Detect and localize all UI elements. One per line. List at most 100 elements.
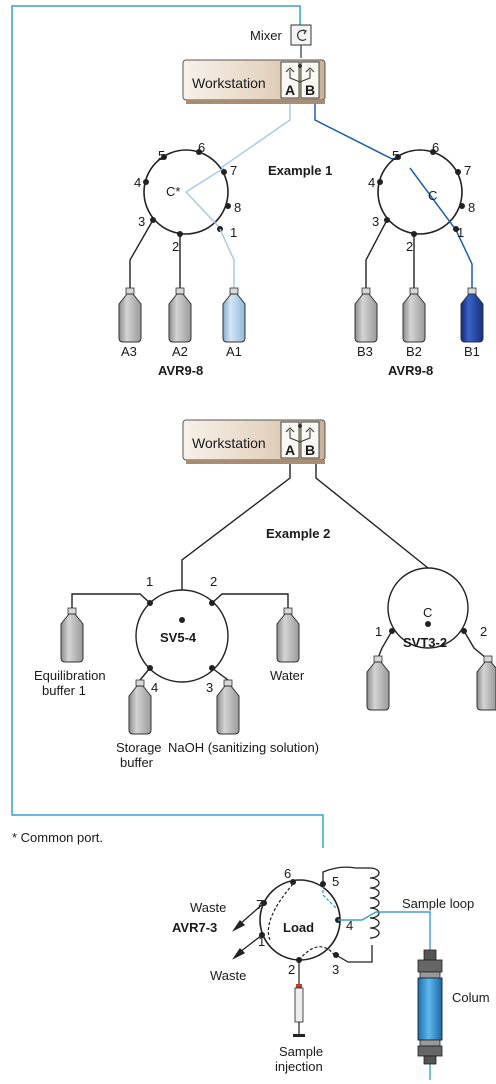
sv54-port-1: 1: [146, 574, 153, 589]
bottle-b1-label: B1: [464, 344, 480, 359]
sv54-name: SV5-4: [160, 630, 197, 645]
sample-loop-coil: [322, 866, 380, 963]
valve2-port-8: 8: [468, 200, 475, 215]
label-storage-1: Storage: [116, 740, 162, 755]
avr73-center: Load: [283, 920, 314, 935]
label-equilibration-2: buffer 1: [42, 683, 86, 698]
avr73-port-5: 5: [332, 874, 339, 889]
avr73-port-7: 7: [256, 897, 263, 912]
valve1-port-8: 8: [234, 200, 241, 215]
valve2-port-5: 5: [392, 148, 399, 163]
avr73-port-1: 1: [258, 934, 265, 949]
valve2-port-7: 7: [464, 163, 471, 178]
valve2-tube-b3: [365, 219, 388, 290]
valve1-port-3: 3: [138, 214, 145, 229]
workstation-middle-label: Workstation: [192, 435, 266, 451]
workstation-top: [182, 59, 326, 104]
column-line: [338, 911, 431, 1002]
bottle-a2: [168, 287, 192, 343]
svt32-common: C: [423, 605, 432, 620]
bottle-b1: [460, 287, 484, 343]
svt32-port-2: 2: [480, 624, 487, 639]
svt32-name: SVT3-2: [403, 635, 447, 650]
valve-avr98-left: [143, 149, 229, 235]
valve1-port-6: 6: [198, 140, 205, 155]
bottle-water: [276, 607, 300, 663]
channel-a-label-2: A: [285, 442, 295, 458]
svt32-port-1: 1: [375, 624, 382, 639]
bottle-b3: [354, 287, 378, 343]
sv54-port-4: 4: [151, 680, 158, 695]
valve2-common-port: C: [428, 188, 437, 203]
waste-top-label: Waste: [190, 900, 226, 915]
column-label: Colum: [452, 990, 490, 1005]
footnote: * Common port.: [12, 830, 103, 845]
bottle-b3-label: B3: [357, 344, 373, 359]
sample-loop-label: Sample loop: [402, 896, 474, 911]
column: [417, 949, 443, 1065]
system-line: [11, 5, 324, 848]
valve1-name: AVR9-8: [158, 363, 203, 378]
bottle-a2-label: A2: [172, 344, 188, 359]
valve1-port-7: 7: [230, 163, 237, 178]
avr73-port-3: 3: [332, 962, 339, 977]
avr73-port-2: 2: [288, 962, 295, 977]
label-naoh: NaOH (sanitizing solution): [168, 740, 319, 755]
workstation-middle: [182, 419, 326, 464]
label-storage-2: buffer: [120, 755, 154, 770]
valve1-common-port: C*: [166, 184, 180, 199]
bottle-a3: [118, 287, 142, 343]
sample-injection-label-2: injection: [275, 1059, 323, 1074]
channel-a-label: A: [285, 82, 295, 98]
valve1-tube-a3: [129, 219, 154, 290]
bottle-a3-label: A3: [121, 344, 137, 359]
valve2-port-3: 3: [372, 214, 379, 229]
valve1-port-5: 5: [158, 148, 165, 163]
waste-arrows: [232, 902, 265, 960]
example1-label: Example 1: [268, 163, 332, 178]
example2-label: Example 2: [266, 526, 330, 541]
valve1-port-2: 2: [172, 239, 179, 254]
sv54-port-3: 3: [206, 680, 213, 695]
bottle-b2-label: B2: [406, 344, 422, 359]
valve2-port-1: 1: [457, 225, 464, 240]
channel-b-label-2: B: [305, 442, 315, 458]
sample-injection-label-1: Sample: [279, 1044, 323, 1059]
waste-bottom-label: Waste: [210, 968, 246, 983]
valve1-port-1: 1: [230, 225, 237, 240]
mixer-icon: [290, 24, 312, 58]
bottle-svt32-1: [366, 655, 390, 711]
bottle-naoh: [216, 679, 240, 735]
valve-avr98-right: [377, 149, 473, 290]
label-equilibration-1: Equilibration: [34, 668, 106, 683]
bottle-svt32-2: [476, 655, 496, 711]
tube-b: [314, 104, 411, 169]
valve2-port-2: 2: [406, 239, 413, 254]
avr73-port-6: 6: [284, 866, 291, 881]
bottle-storage: [128, 679, 152, 735]
bottle-a1-label: A1: [226, 344, 242, 359]
valve2-name: AVR9-8: [388, 363, 433, 378]
workstation-top-label: Workstation: [192, 75, 266, 91]
syringe: [293, 960, 305, 1037]
tube-b-middle: [315, 464, 429, 569]
bottle-equilibration: [60, 607, 84, 663]
mixer-label: Mixer: [250, 28, 282, 43]
avr73-name: AVR7-3: [172, 920, 217, 935]
svt32-tube-2: [463, 630, 487, 659]
sv54-tube-1: [71, 593, 151, 610]
bottle-b2: [402, 287, 426, 343]
valve2-port-4: 4: [368, 175, 375, 190]
sv54-tube-2: [211, 593, 289, 610]
valve1-port-4: 4: [134, 175, 141, 190]
avr73-port-dots: [259, 879, 341, 963]
channel-b-label: B: [305, 82, 315, 98]
sv54-port-2: 2: [210, 574, 217, 589]
valve2-port-6: 6: [432, 140, 439, 155]
svt32-tube-1: [377, 630, 393, 659]
bottle-a1: [222, 287, 246, 343]
avr73-port-4: 4: [346, 918, 353, 933]
label-water: Water: [270, 668, 305, 683]
valve1-tube-a1: [219, 228, 235, 290]
